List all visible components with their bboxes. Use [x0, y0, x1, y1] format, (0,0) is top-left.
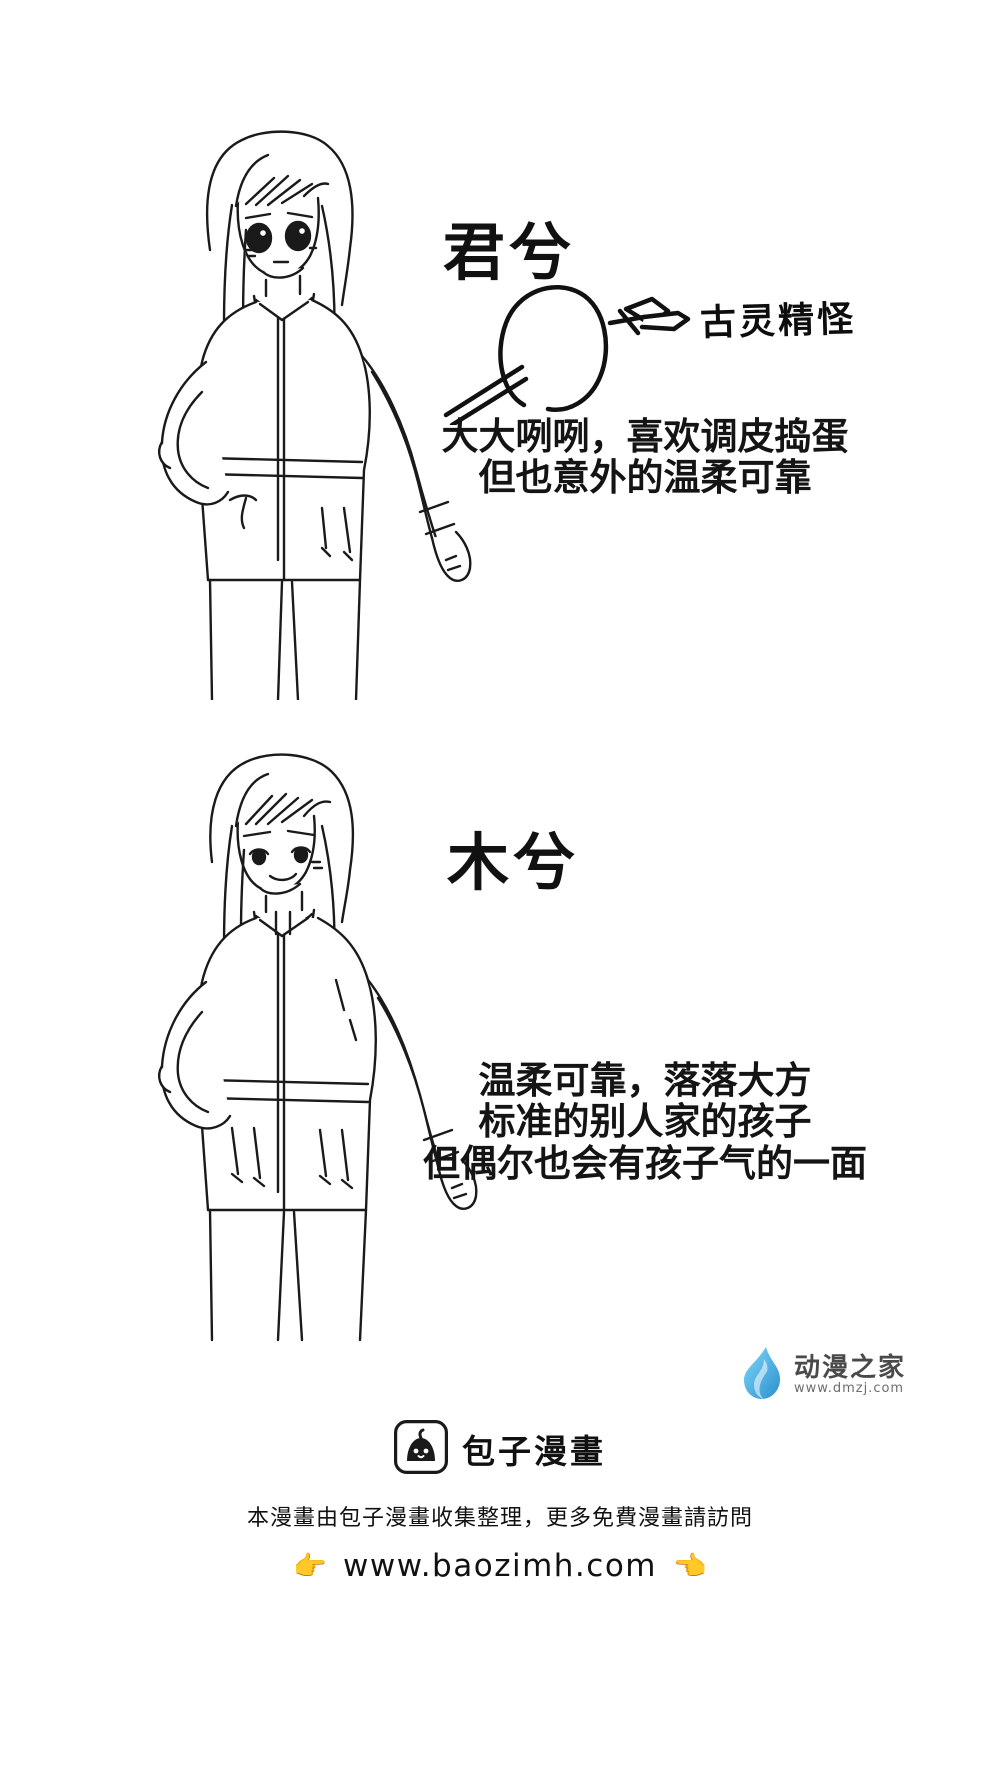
description-line: 标准的别人家的孩子 — [478, 1100, 812, 1144]
character-annotation-jun-xi: 古灵精怪 — [699, 298, 857, 345]
flame-drop-icon — [740, 1345, 786, 1405]
site-footer: 包子漫畫 本漫畫由包子漫畫收集整理，更多免費漫畫請訪問 👉 www.baozim… — [0, 1420, 1000, 1584]
watermark-name: 动漫之家 — [794, 1352, 907, 1383]
dmzj-watermark: 动漫之家 www.dmzj.com — [740, 1340, 970, 1410]
hand-drawn-doodle-jun-xi — [443, 284, 691, 425]
character-name-jun-xi: 君兮 — [443, 216, 576, 289]
character-illustration-mu-xi — [90, 730, 490, 1354]
description-line: 大大咧咧，喜欢调皮捣蛋 — [441, 415, 849, 458]
baozi-bun-icon — [394, 1420, 448, 1478]
description-line: 但偶尔也会有孩子气的一面 — [423, 1141, 867, 1185]
character-panel-jun-xi: 君兮 古灵精怪 大大咧咧，喜欢调皮捣蛋 但也意外的温柔可靠 — [0, 0, 1000, 720]
brand-row: 包子漫畫 — [0, 1420, 1000, 1478]
character-name-mu-xi: 木兮 — [447, 826, 580, 899]
watermark-url: www.dmzj.com — [794, 1380, 905, 1396]
description-line: 温柔可靠，落落大方 — [478, 1059, 812, 1102]
description-line: 但也意外的温柔可靠 — [478, 456, 812, 500]
character-description-mu-xi: 温柔可靠，落落大方 标准的别人家的孩子 但偶尔也会有孩子气的一面 — [420, 1059, 870, 1185]
brand-name: 包子漫畫 — [462, 1432, 606, 1471]
character-panel-mu-xi: 木兮 温柔可靠，落落大方 标准的别人家的孩子 但偶尔也会有孩子气的一面 — [0, 730, 1000, 1350]
character-illustration-jun-xi — [60, 0, 480, 704]
pointing-left-icon: 👈 — [673, 1551, 707, 1582]
footer-url-row: 👉 www.baozimh.com 👈 — [0, 1548, 1000, 1584]
footer-note: 本漫畫由包子漫畫收集整理，更多免費漫畫請訪問 — [246, 1506, 753, 1531]
pointing-right-icon: 👉 — [293, 1551, 327, 1582]
character-description-jun-xi: 大大咧咧，喜欢调皮捣蛋 但也意外的温柔可靠 — [430, 416, 860, 499]
footer-url[interactable]: www.baozimh.com — [342, 1548, 657, 1584]
